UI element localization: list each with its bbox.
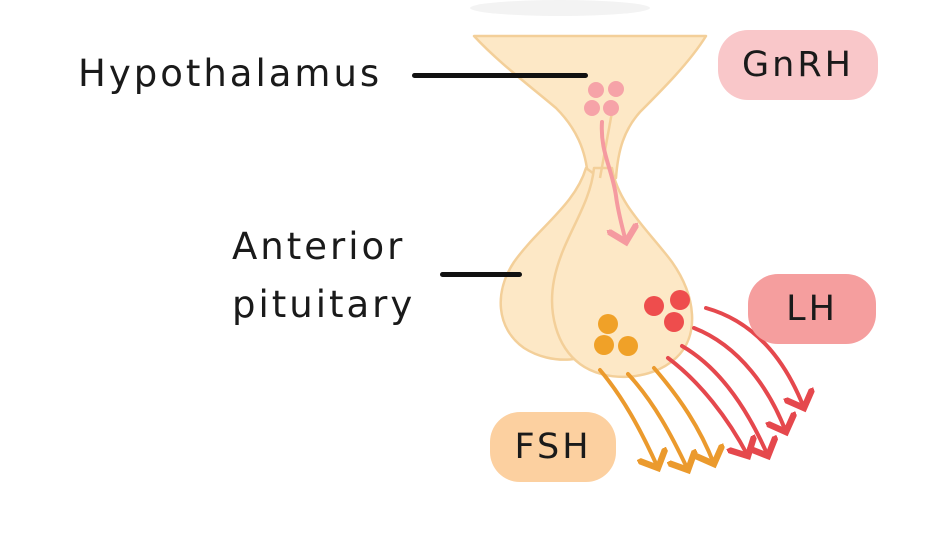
fsh-arrows	[598, 366, 714, 470]
pituitary-front-lobe	[550, 166, 694, 379]
stalk-divider	[598, 111, 614, 179]
lh-cell	[644, 296, 664, 316]
fsh-cell	[598, 314, 618, 334]
anterior-pituitary-label-line2: pituitary	[232, 283, 416, 326]
lh-badge: LH	[748, 274, 876, 344]
gnrh-cell	[603, 100, 619, 116]
lh-arrow	[680, 344, 768, 456]
lh-arrow	[666, 356, 748, 456]
lh-arrow	[692, 326, 786, 432]
gnrh-cell	[584, 100, 600, 116]
fsh-arrow	[626, 372, 688, 470]
lh-cells	[644, 290, 690, 332]
lh-cell	[664, 312, 684, 332]
gnrh-cells	[584, 81, 624, 116]
hypothalamus-leader-line	[412, 73, 588, 78]
fsh-cell	[594, 335, 614, 355]
fsh-badge: FSH	[490, 412, 616, 482]
fsh-arrow	[652, 366, 714, 464]
anterior-pituitary-leader-line	[440, 272, 522, 277]
lh-arrows	[666, 306, 804, 456]
hypothalamus-label: Hypothalamus	[78, 52, 383, 95]
fsh-arrow	[598, 368, 658, 468]
lh-arrow	[704, 306, 804, 408]
anterior-pituitary-label-line1: Anterior	[232, 225, 406, 268]
fsh-cell	[618, 336, 638, 356]
gnrh-cell	[588, 82, 604, 98]
fsh-cells	[594, 314, 638, 356]
top-shadow	[470, 0, 650, 16]
gnrh-cell	[608, 81, 624, 97]
lh-cell	[670, 290, 690, 310]
gnrh-arrow	[599, 120, 626, 242]
gnrh-badge: GnRH	[718, 30, 878, 100]
